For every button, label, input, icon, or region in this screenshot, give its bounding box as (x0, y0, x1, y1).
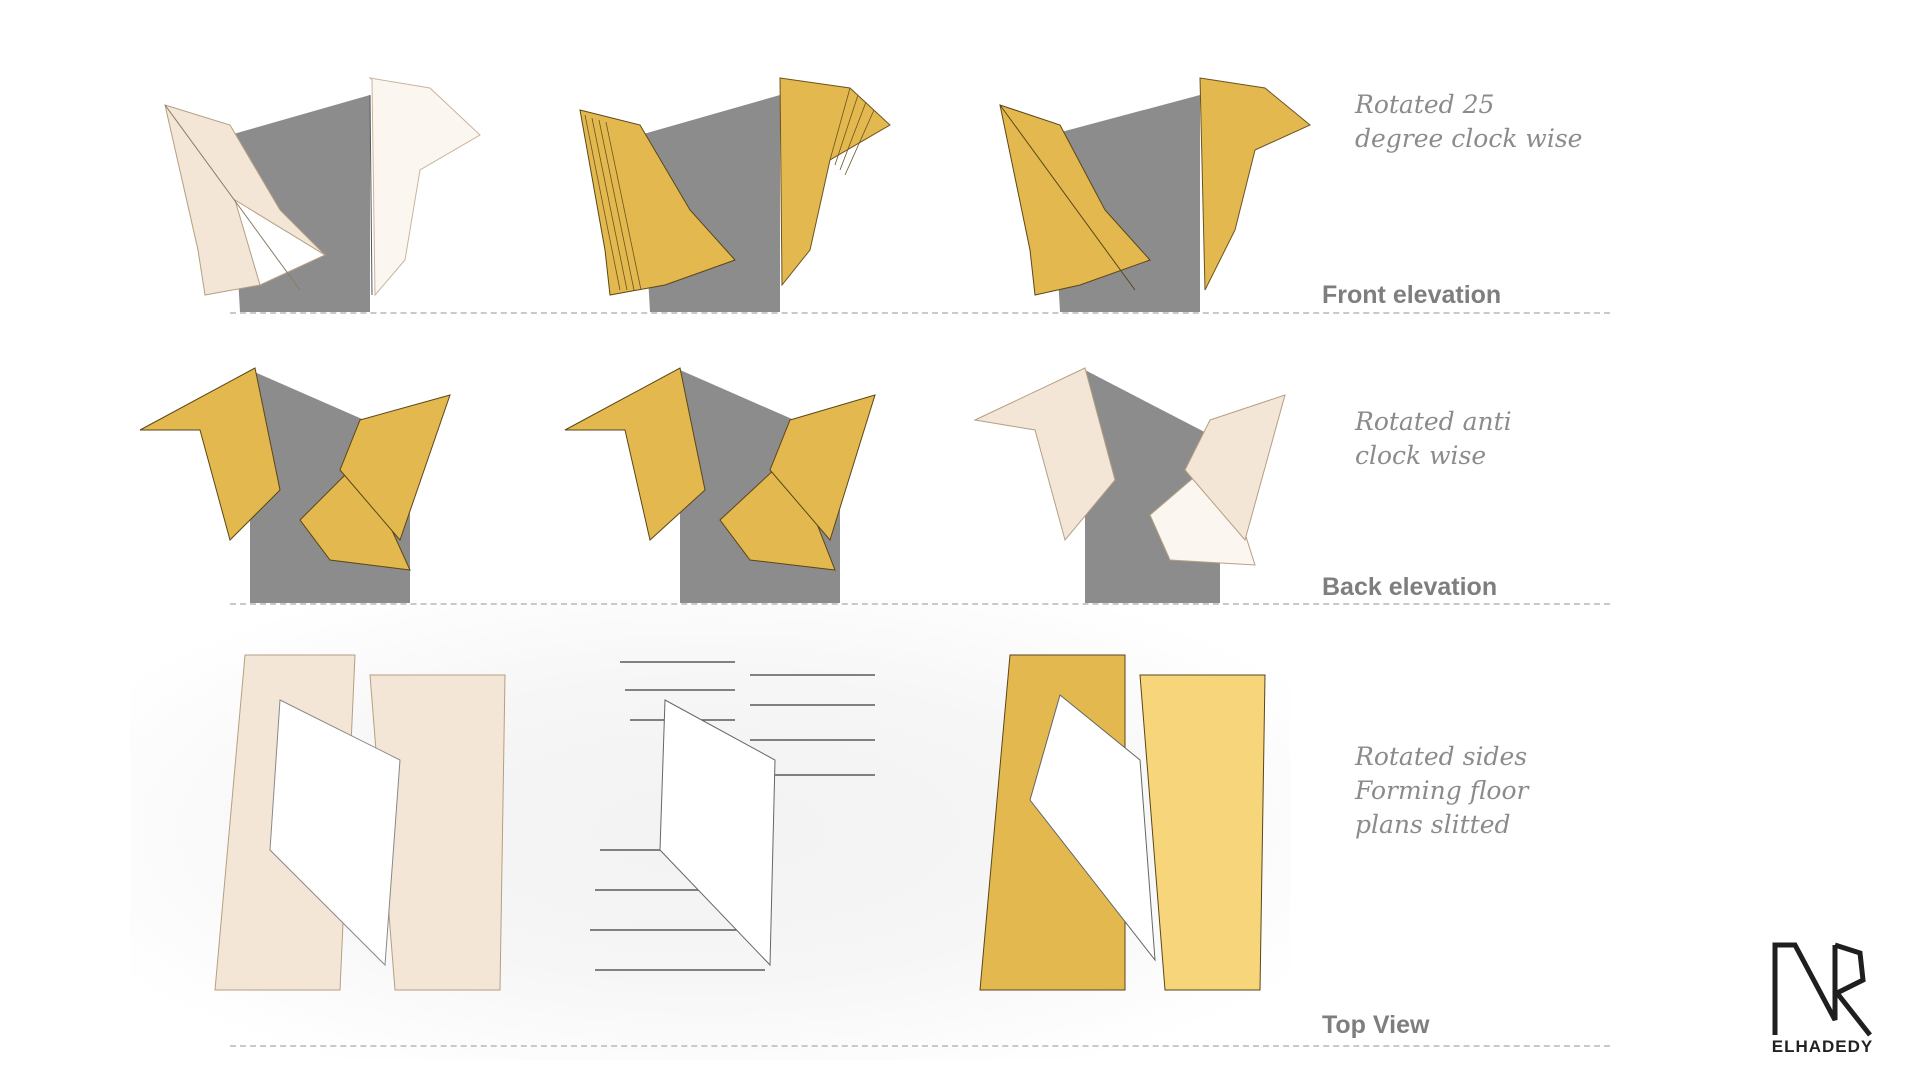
top-row-note: Rotated sides Forming floor plans slitte… (1355, 742, 1529, 839)
front-row-note: Rotated 25 degree clock wise (1355, 90, 1583, 153)
back-elevation-label: Back elevation (1322, 573, 1498, 601)
back-row-note: Rotated anti clock wise (1355, 407, 1512, 470)
front-elevation-label: Front elevation (1322, 281, 1502, 309)
logo-wordmark: ELHADEDY (1771, 1037, 1874, 1056)
top-view-label: Top View (1322, 1011, 1430, 1039)
front-elevation-baseline (230, 312, 1610, 314)
back-elevation-baseline (230, 603, 1610, 605)
nr-monogram-logo (1772, 942, 1872, 1037)
top-view-baseline (230, 1045, 1610, 1047)
